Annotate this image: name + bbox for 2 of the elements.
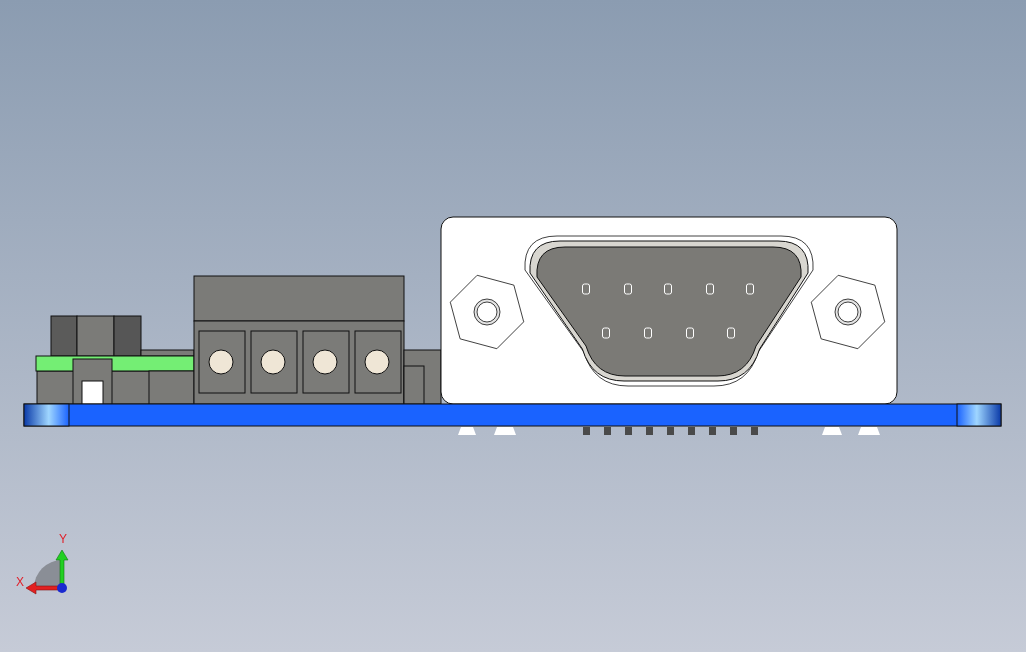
- axis-label: Y: [59, 533, 67, 545]
- axis-label: X: [16, 576, 24, 588]
